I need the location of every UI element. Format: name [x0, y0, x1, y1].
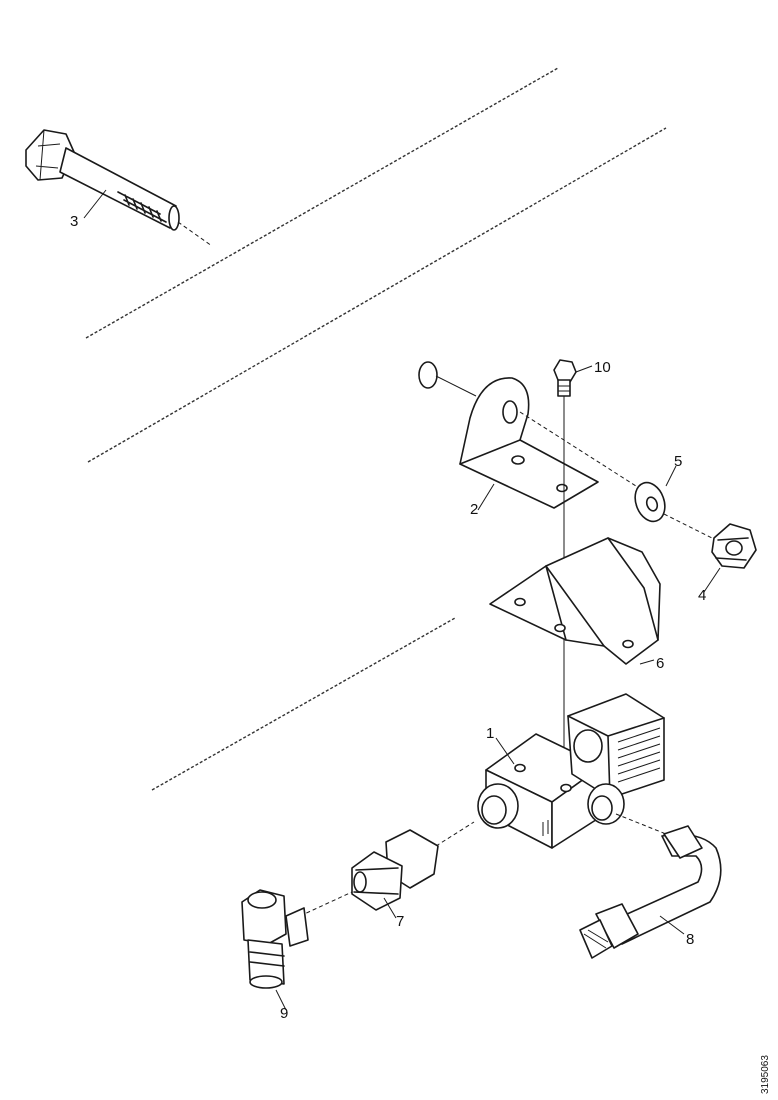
- frame-rail-upper-line-b: [87, 127, 667, 463]
- callout-4: 4: [698, 587, 706, 604]
- leader-lines: [83, 189, 721, 1011]
- callout-3: 3: [70, 213, 78, 230]
- part-8-tube: [579, 813, 722, 959]
- callout-5: 5: [674, 453, 682, 470]
- drawing-reference: 3195063: [760, 1055, 771, 1094]
- part-1-valve: [477, 693, 665, 849]
- part-2-bracket: [418, 361, 637, 509]
- callout-7: 7: [396, 913, 404, 930]
- part-5-washer: [634, 481, 717, 541]
- callout-1: 1: [486, 725, 494, 742]
- part-7-fitting: [299, 821, 475, 917]
- callout-9: 9: [280, 1005, 288, 1022]
- callout-6: 6: [656, 655, 664, 672]
- frame-rail-lower-line: [151, 617, 456, 791]
- part-4-nut: [711, 523, 757, 569]
- part-9-tee-fitting: [241, 889, 309, 989]
- frame-rail-lines: [85, 67, 667, 791]
- frame-rail-upper-line-a: [85, 67, 559, 339]
- callout-8: 8: [686, 931, 694, 948]
- part-3-bolt: [25, 129, 213, 247]
- callout-10: 10: [594, 359, 611, 376]
- part-6-cover: [489, 537, 661, 665]
- callout-2: 2: [470, 501, 478, 518]
